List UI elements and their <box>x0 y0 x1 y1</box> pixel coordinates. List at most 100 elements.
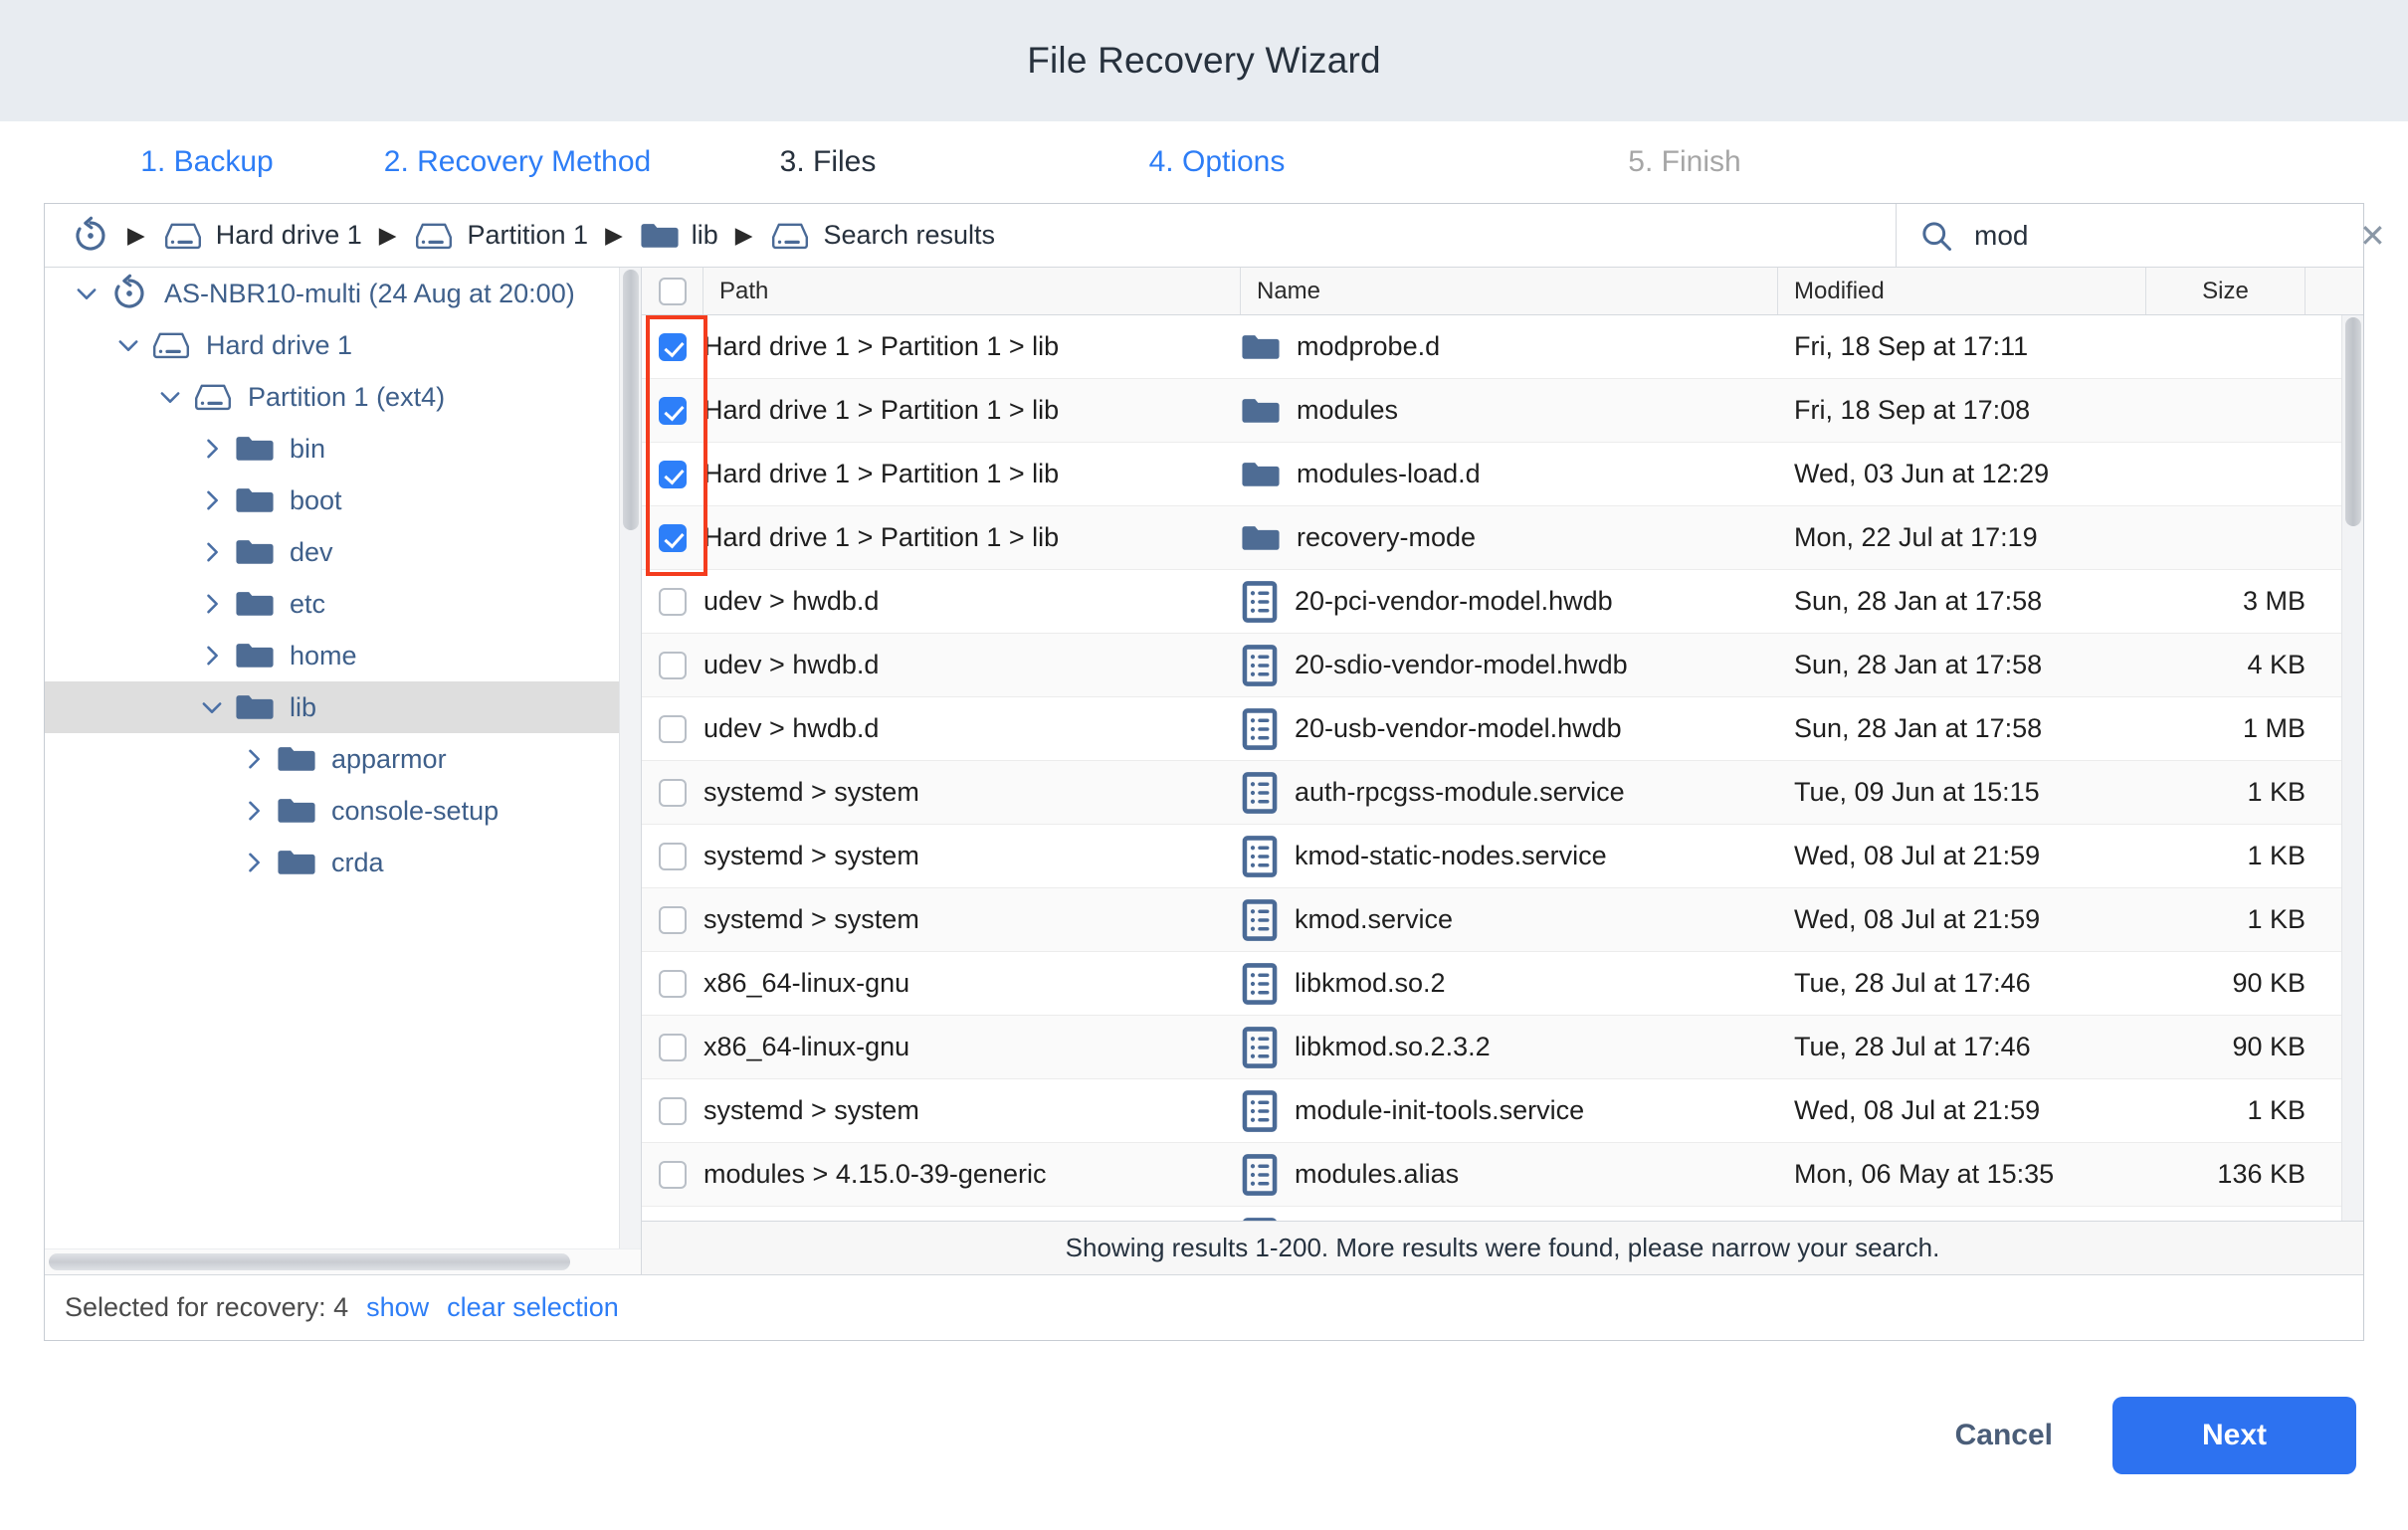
tree-horizontal-scrollbar[interactable] <box>45 1248 641 1274</box>
tree-horizontal-scrollbar-thumb[interactable] <box>49 1253 570 1270</box>
cell-size <box>2146 506 2306 569</box>
tree-item-apparmor[interactable]: apparmor <box>45 733 641 785</box>
clear-selection-link[interactable]: clear selection <box>447 1292 619 1322</box>
tree-item-bin[interactable]: bin <box>45 423 641 475</box>
chevron-right-icon[interactable] <box>192 538 232 566</box>
chevron-right-icon[interactable] <box>234 745 274 773</box>
search-input[interactable] <box>1974 219 2333 252</box>
tree-item-hard-drive-1[interactable]: Hard drive 1 <box>45 319 641 371</box>
row-checkbox-cell[interactable] <box>642 761 703 824</box>
select-all-header[interactable] <box>642 268 703 314</box>
row-checkbox[interactable] <box>659 587 687 616</box>
chevron-right-icon[interactable] <box>192 590 232 618</box>
row-checkbox[interactable] <box>659 396 687 425</box>
chevron-right-icon[interactable] <box>234 849 274 876</box>
tree-item-etc[interactable]: etc <box>45 578 641 630</box>
column-header-name[interactable]: Name <box>1241 268 1778 314</box>
chevron-right-icon[interactable] <box>192 642 232 669</box>
tree-item-partition-1-ext4[interactable]: Partition 1 (ext4) <box>45 371 641 423</box>
tree-vertical-scrollbar[interactable] <box>619 268 641 1274</box>
tree-item-label: console-setup <box>331 795 500 826</box>
breadcrumb-item-partition-1[interactable]: Partition 1 <box>407 219 594 253</box>
breadcrumb-item-search-results[interactable]: Search results <box>763 219 1001 253</box>
row-checkbox-cell[interactable] <box>642 952 703 1015</box>
chevron-down-icon[interactable] <box>192 693 232 721</box>
row-checkbox[interactable] <box>659 460 687 488</box>
chevron-down-icon[interactable] <box>67 280 106 307</box>
row-checkbox[interactable] <box>659 332 687 361</box>
chevron-down-icon[interactable] <box>150 383 190 411</box>
chevron-right-icon[interactable] <box>234 797 274 825</box>
column-header-path[interactable]: Path <box>703 268 1241 314</box>
tree-item-console-setup[interactable]: console-setup <box>45 785 641 837</box>
cell-size: 4 KB <box>2247 650 2306 679</box>
select-all-checkbox[interactable] <box>658 277 687 305</box>
row-checkbox[interactable] <box>659 651 687 679</box>
row-checkbox[interactable] <box>659 1160 687 1189</box>
results-vertical-scrollbar[interactable] <box>2341 315 2363 1221</box>
row-checkbox-cell[interactable] <box>642 634 703 696</box>
row-checkbox-cell[interactable] <box>642 1143 703 1206</box>
tree-item-home[interactable]: home <box>45 630 641 681</box>
row-checkbox-cell[interactable] <box>642 1079 703 1142</box>
row-checkbox[interactable] <box>659 1033 687 1061</box>
row-checkbox[interactable] <box>659 969 687 998</box>
chevron-down-icon[interactable] <box>108 331 148 359</box>
tree-item-crda[interactable]: crda <box>45 837 641 888</box>
breadcrumb-item-lib[interactable]: lib <box>634 220 724 252</box>
row-checkbox-cell[interactable] <box>642 825 703 887</box>
step-options[interactable]: 4. Options <box>1148 145 1286 178</box>
row-checkbox-cell[interactable] <box>642 315 703 378</box>
row-checkbox[interactable] <box>659 778 687 807</box>
tree-item-label: etc <box>290 588 326 619</box>
column-header-modified[interactable]: Modified <box>1778 268 2146 314</box>
row-checkbox-cell[interactable] <box>642 570 703 633</box>
row-checkbox[interactable] <box>659 842 687 870</box>
step-backup[interactable]: 1. Backup <box>140 145 274 178</box>
row-checkbox-cell[interactable] <box>642 697 703 760</box>
row-checkbox-cell[interactable] <box>642 443 703 505</box>
row-checkbox[interactable] <box>659 523 687 552</box>
column-header-size[interactable]: Size <box>2146 268 2306 314</box>
tree-item-dev[interactable]: dev <box>45 526 641 578</box>
row-checkbox-cell[interactable] <box>642 1207 703 1221</box>
tree-item-as-nbr10-multi-24-aug-at-20-00[interactable]: AS-NBR10-multi (24 Aug at 20:00) <box>45 268 641 319</box>
breadcrumb-item-hard-drive-1[interactable]: Hard drive 1 <box>156 219 368 253</box>
row-checkbox-cell[interactable] <box>642 506 703 569</box>
row-checkbox-cell[interactable] <box>642 1016 703 1078</box>
cell-path: systemd > system <box>703 1095 919 1125</box>
row-checkbox-cell[interactable] <box>642 888 703 951</box>
table-row[interactable]: modules > 4.15.0-55-genericmodules.alias… <box>642 1207 2363 1221</box>
results-vertical-scrollbar-thumb[interactable] <box>2345 317 2361 526</box>
show-selection-link[interactable]: show <box>366 1292 430 1322</box>
row-checkbox-cell[interactable] <box>642 379 703 442</box>
close-icon[interactable]: ✕ <box>2359 217 2386 254</box>
chevron-right-icon[interactable] <box>192 486 232 514</box>
tree-vertical-scrollbar-thumb[interactable] <box>623 270 639 530</box>
chevron-right-icon[interactable] <box>192 435 232 463</box>
next-button[interactable]: Next <box>2112 1397 2356 1474</box>
breadcrumb-item-backup[interactable] <box>65 216 116 256</box>
row-checkbox[interactable] <box>659 1096 687 1125</box>
tree-item-boot[interactable]: boot <box>45 475 641 526</box>
tree-item-lib[interactable]: lib <box>45 681 641 733</box>
cancel-button[interactable]: Cancel <box>1937 1405 2071 1466</box>
step-recovery-method[interactable]: 2. Recovery Method <box>383 145 652 178</box>
row-checkbox[interactable] <box>659 714 687 743</box>
row-checkbox[interactable] <box>659 905 687 934</box>
